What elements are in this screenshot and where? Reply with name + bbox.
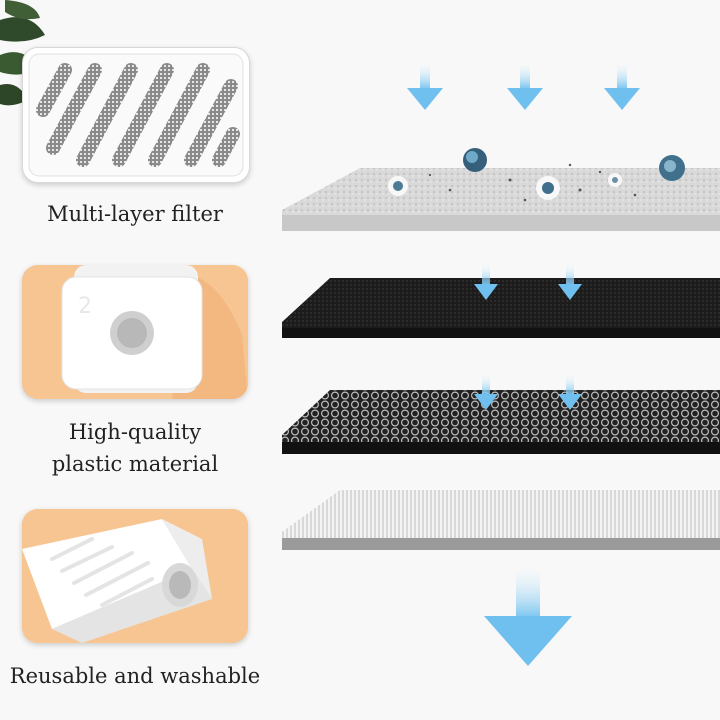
fiber-layer: [282, 490, 720, 550]
honeycomb-layer: [282, 372, 720, 454]
reusable-washable-card: [22, 509, 248, 643]
inflow-arrows-icon: [407, 60, 640, 110]
feature-caption-3: Reusable and washable: [9, 664, 261, 688]
filter-layers-diagram: [282, 60, 720, 666]
feature-caption-2-line-2: plastic material: [51, 452, 219, 476]
svg-text:2: 2: [78, 294, 92, 319]
multi-layer-filter-card: [22, 47, 250, 183]
sponge-layer: [282, 148, 720, 231]
feature-caption-2-line-1: High-quality: [68, 420, 202, 444]
plastic-material-card: 2: [22, 265, 248, 399]
cartridge-side-icon: [22, 509, 248, 643]
particle-icons: [388, 148, 685, 202]
feature-caption-1: Multi-layer filter: [47, 202, 223, 226]
carbon-layer: [282, 262, 720, 338]
outflow-arrow-icon: [484, 560, 572, 666]
cartridge-end-icon: 2: [22, 265, 248, 399]
plant-decoration-icon: [0, 0, 45, 106]
mesh-cartridge-icon: [28, 53, 244, 177]
